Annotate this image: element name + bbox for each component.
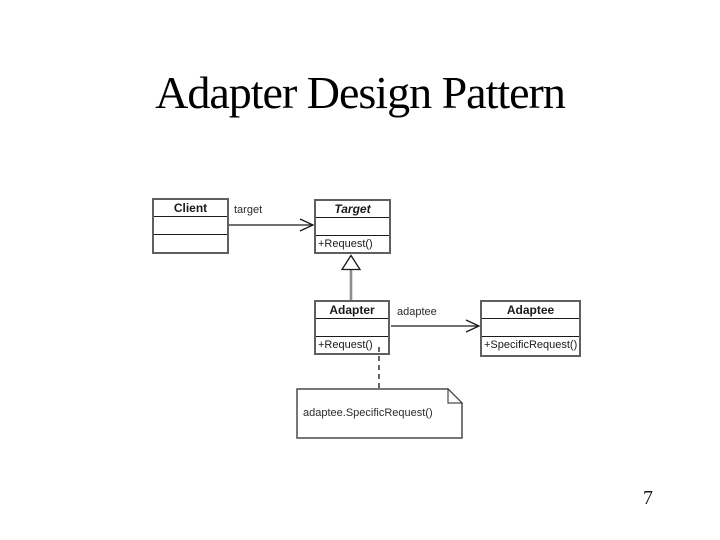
uml-class-client: Client xyxy=(152,198,229,254)
class-methods-adapter: +Request() xyxy=(318,339,373,351)
class-methods-client xyxy=(154,235,227,252)
note-folded-corner-icon xyxy=(447,387,464,404)
class-methods-target: +Request() xyxy=(318,238,373,250)
uml-class-adapter: Adapter +Request() xyxy=(314,300,390,355)
slide-title: Adapter Design Pattern xyxy=(155,67,566,118)
note-text: adaptee.SpecificRequest() xyxy=(303,407,433,419)
class-attributes-target xyxy=(316,218,389,236)
open-arrowhead-icon xyxy=(465,319,481,333)
hollow-triangle-arrowhead-icon xyxy=(340,254,362,271)
class-attributes-adaptee xyxy=(482,319,579,337)
uml-class-target: Target +Request() xyxy=(314,199,391,254)
class-methods-adaptee: +SpecificRequest() xyxy=(484,339,578,351)
page-number: 7 xyxy=(643,487,653,509)
association-label-adaptee: adaptee xyxy=(397,306,437,318)
open-arrowhead-icon xyxy=(299,218,315,232)
class-name-adaptee: Adaptee xyxy=(482,302,579,319)
class-attributes-client xyxy=(154,217,227,235)
association-label-target: target xyxy=(234,204,263,216)
class-attributes-adapter xyxy=(316,319,388,337)
class-name-adapter: Adapter xyxy=(316,302,388,319)
class-name-target: Target xyxy=(316,201,389,218)
class-name-client: Client xyxy=(154,200,227,217)
uml-class-adaptee: Adaptee +SpecificRequest() xyxy=(480,300,581,357)
